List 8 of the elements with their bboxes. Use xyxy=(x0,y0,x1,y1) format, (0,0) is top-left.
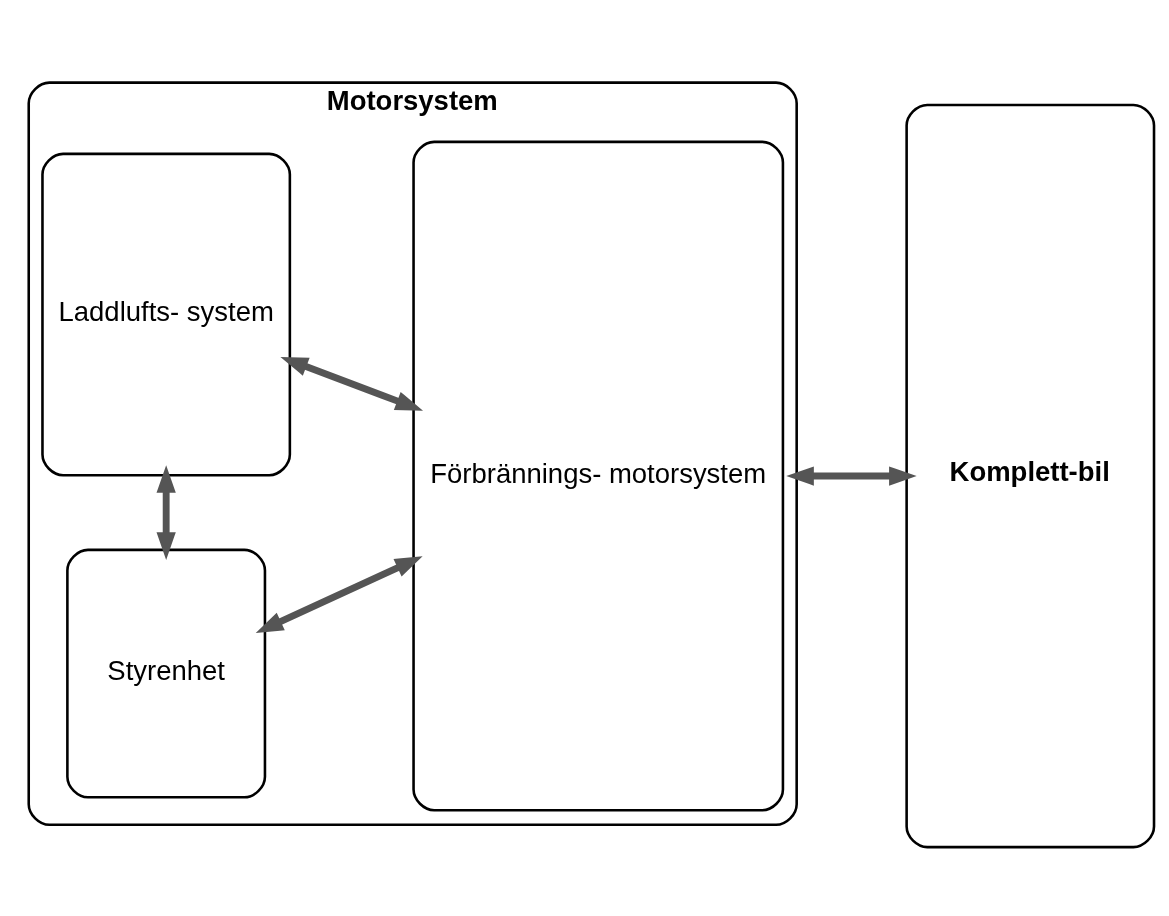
arrow xyxy=(255,556,423,634)
node-box: Komplett-bil xyxy=(905,103,1156,849)
arrow xyxy=(280,356,424,411)
node-box: Förbrännings- motorsystem xyxy=(412,140,785,812)
arrow xyxy=(156,465,176,560)
node-box: Styrenhet xyxy=(66,548,267,799)
arrow xyxy=(786,466,917,486)
node-box: Laddlufts- system xyxy=(41,152,292,477)
